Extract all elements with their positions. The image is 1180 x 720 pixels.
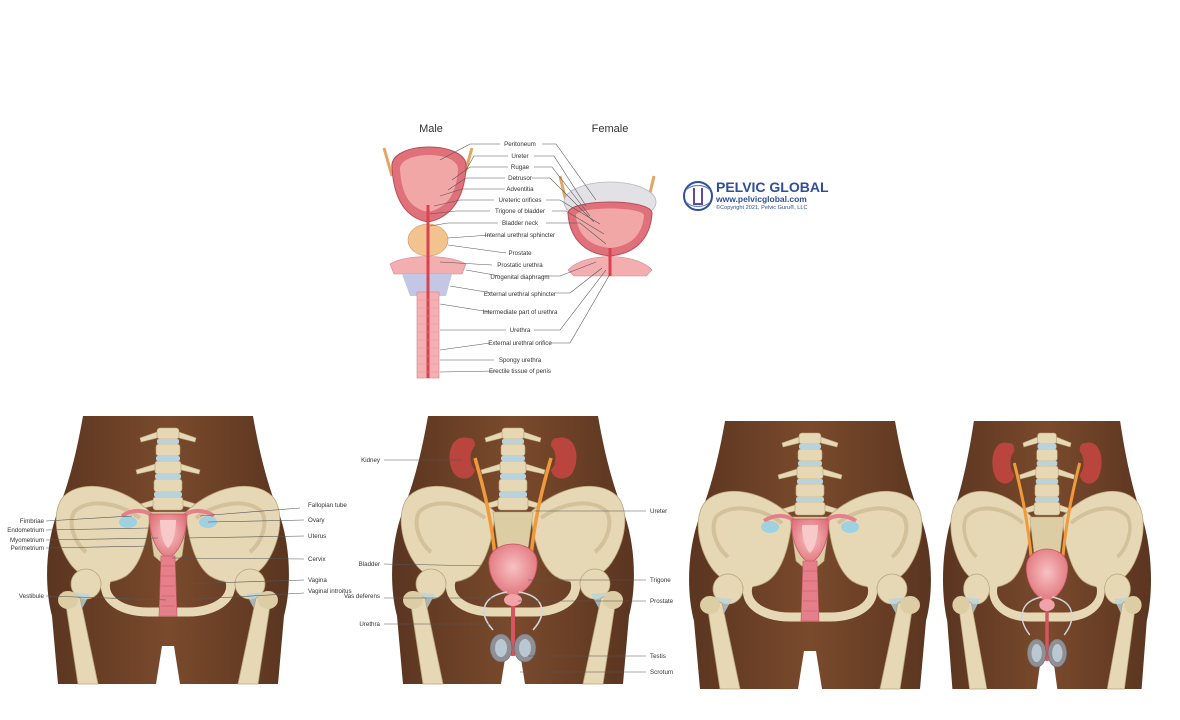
label-urethra: Urethra: [510, 327, 531, 334]
female-leader-lines: [45, 507, 305, 601]
label-trigone: Trigone: [650, 577, 671, 584]
label-rugae: Rugae: [511, 164, 530, 171]
bladder-leader-lines: [429, 143, 611, 373]
male-leader-lines: [383, 459, 646, 673]
brand-copyright: ©Copyright 2021, Pelvic Guru®, LLC: [716, 204, 808, 211]
label-cervix: Cervix: [308, 556, 326, 563]
label-erectile-tissue-of-penis: Erectile tissue of penis: [489, 368, 551, 375]
label-bladder-neck: Bladder neck: [502, 220, 539, 227]
female-bladder-illustration: [558, 175, 657, 277]
female-title: Female: [592, 123, 629, 135]
label-intermediate-part-of-urethra: Intermediate part of urethra: [483, 309, 559, 316]
label-myometrium: Myometrium: [10, 537, 44, 544]
label-vestibule: Vestibule: [19, 593, 45, 600]
label-ureteric-orifices: Ureteric orifices: [499, 197, 542, 204]
pelvic-global-logo: PELVIC GLOBAL www.pelvicglobal.com ©Copy…: [683, 179, 829, 211]
label-peritoneum: Peritoneum: [504, 141, 536, 148]
label-ovary: Ovary: [308, 517, 325, 524]
label-internal-urethral-sphincter-text: Internal urethral sphincter: [485, 232, 555, 239]
label-bladder: Bladder: [359, 561, 380, 568]
label-vaginal-introitus: Vaginal introitus: [308, 588, 352, 595]
brand-url: www.pelvicglobal.com: [715, 194, 807, 204]
label-external-urethral-sphincter: External urethral sphincter: [484, 291, 556, 298]
label-internal-urethral-sphincter: Internal urethral sphincter: [485, 232, 555, 239]
female-anatomy-labeled: [47, 416, 289, 684]
female-labels: Fimbriae Endometrium Myometrium Perimetr…: [7, 502, 351, 600]
label-fimbriae: Fimbriae: [20, 518, 45, 525]
label-trigone-of-bladder: Trigone of bladder: [495, 208, 545, 215]
label-vagina: Vagina: [308, 577, 327, 584]
label-vas-deferens: Vas deferens: [344, 593, 380, 600]
label-prostatic-urethra: Prostatic urethra: [497, 262, 543, 269]
label-adventitia: Adventitia: [506, 186, 534, 193]
label-urogenital-diaphragm: Urogenital diaphragm: [490, 274, 549, 281]
pelvis-icon: [693, 188, 703, 205]
brand-name: PELVIC GLOBAL: [716, 179, 829, 195]
label-scrotum: Scrotum: [650, 669, 673, 676]
label-urethra-male: Urethra: [359, 621, 380, 628]
male-anatomy-unlabeled: [942, 421, 1152, 689]
female-anatomy-unlabeled: [689, 421, 931, 689]
label-external-urethral-orifice: External urethral orifice: [488, 340, 552, 347]
male-anatomy-labeled: [392, 416, 634, 684]
label-ureter: Ureter: [511, 153, 528, 160]
label-detrusor: Detrusor: [508, 175, 532, 182]
label-prostate-male: Prostate: [650, 598, 674, 605]
label-uterus: Uterus: [308, 533, 326, 540]
label-ureter-male: Ureter: [650, 508, 667, 515]
male-labels: Kidney Bladder Vas deferens Urethra Uret…: [344, 457, 674, 676]
label-perimetrium: Perimetrium: [11, 545, 44, 552]
male-title: Male: [419, 123, 443, 135]
label-kidney: Kidney: [361, 457, 381, 464]
label-fallopian-tube: Fallopian tube: [308, 502, 347, 509]
male-bladder-illustration: [382, 146, 474, 379]
bladder-diagram: Male Female: [382, 123, 657, 379]
label-prostate: Prostate: [508, 250, 532, 257]
label-spongy-urethra: Spongy urethra: [499, 357, 542, 364]
bladder-labels: Peritoneum Ureter Rugae Detrusor Adventi…: [483, 141, 559, 375]
label-endometrium: Endometrium: [7, 527, 44, 534]
label-testis: Testis: [650, 653, 666, 660]
